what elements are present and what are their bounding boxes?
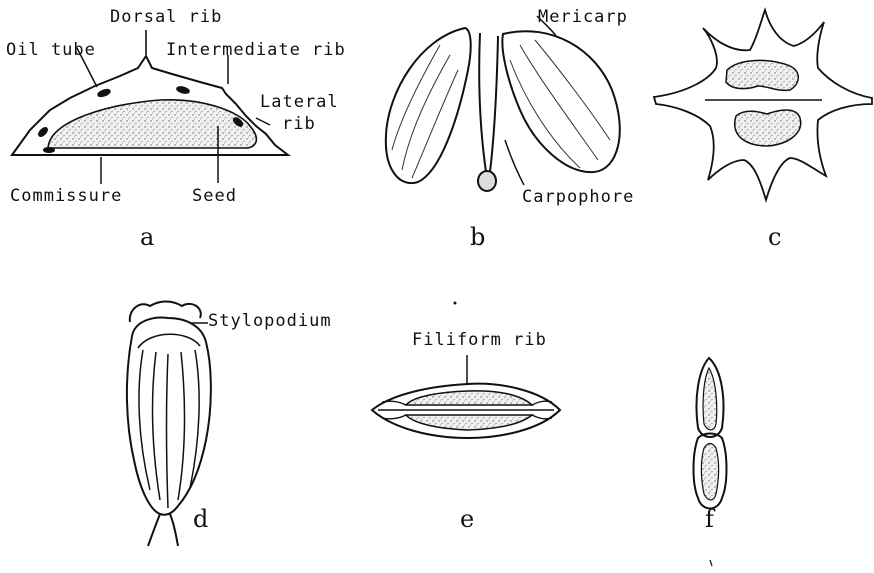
speck-e	[454, 302, 457, 305]
seed-e-lower	[406, 415, 532, 430]
oil-tube-1	[98, 89, 111, 98]
pedicel-right	[170, 514, 178, 546]
panel-letter-a: a	[140, 225, 154, 249]
cap-line	[138, 334, 200, 348]
label-intermediate-rib: Intermediate rib	[166, 42, 346, 59]
winged-outline	[654, 10, 872, 200]
pedicel-left	[148, 514, 160, 546]
panel-c-drawing	[654, 10, 872, 200]
label-seed: Seed	[192, 188, 237, 205]
seed-e-upper	[406, 391, 532, 405]
seed-f-lower	[701, 444, 718, 501]
label-lateral-rib-line1: Lateral	[260, 94, 339, 111]
panel-b-drawing	[386, 16, 620, 191]
label-mericarp: Mericarp	[538, 9, 628, 26]
panel-letter-f: f	[705, 507, 714, 531]
label-dorsal-rib: Dorsal rib	[110, 9, 222, 26]
carpophore-arm-right	[490, 36, 498, 172]
label-oil-tube: Oil tube	[6, 42, 96, 59]
leader-carpophore	[505, 140, 524, 185]
carpophore-arm-left	[479, 33, 486, 172]
oil-tube-5	[44, 148, 54, 152]
label-carpophore: Carpophore	[522, 189, 634, 206]
mericarp-left	[386, 28, 471, 183]
oil-tube-2	[177, 86, 190, 94]
leader-lateral	[256, 118, 270, 125]
panel-letter-d: d	[193, 507, 208, 531]
label-commissure: Commissure	[10, 188, 122, 205]
mericarp-ribs	[392, 40, 610, 178]
mericarp-right	[502, 31, 619, 172]
speck-f	[710, 560, 712, 566]
panel-f-drawing	[694, 358, 727, 566]
panel-letter-b: b	[470, 225, 485, 249]
carpophore-base	[478, 171, 496, 191]
panel-letter-c: c	[768, 225, 781, 249]
seed-shape	[48, 100, 256, 148]
fruit-ribs	[139, 350, 199, 508]
oil-tube-4	[38, 127, 49, 138]
label-filiform-rib: Filiform rib	[412, 332, 547, 349]
seed-c-lower	[735, 110, 801, 146]
label-stylopodium: Stylopodium	[208, 313, 332, 330]
panel-letter-e: e	[460, 507, 474, 531]
label-lateral-rib-line2: rib	[282, 116, 316, 133]
seed-f-upper	[703, 368, 717, 430]
seed-c-upper	[726, 60, 798, 90]
panel-e-drawing	[372, 302, 560, 439]
stylopodium	[130, 302, 201, 323]
